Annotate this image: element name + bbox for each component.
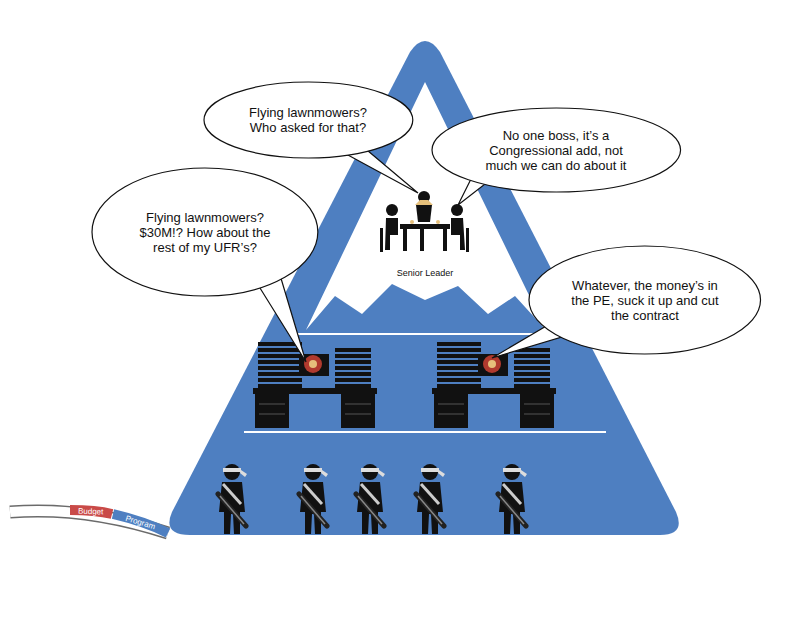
speech-text: Whatever, the money’s in the PE, suck it…	[567, 278, 723, 323]
figure-label: Budget	[78, 506, 104, 516]
speech-text: Flying lawnmowers? $30M!? How about the …	[129, 210, 281, 255]
speech-bubble: Flying lawnmowers? Who asked for that?	[203, 81, 414, 159]
speech-text: No one boss, it’s a Congressional add, n…	[472, 128, 640, 173]
speech-bubble: Flying lawnmowers? $30M!? How about the …	[91, 167, 319, 297]
speech-text: Flying lawnmowers? Who asked for that?	[238, 105, 378, 135]
figure-label: Senior Leader	[397, 268, 454, 278]
speech-bubble: No one boss, it’s a Congressional add, n…	[431, 107, 682, 193]
speech-bubble: Whatever, the money’s in the PE, suck it…	[528, 245, 762, 355]
